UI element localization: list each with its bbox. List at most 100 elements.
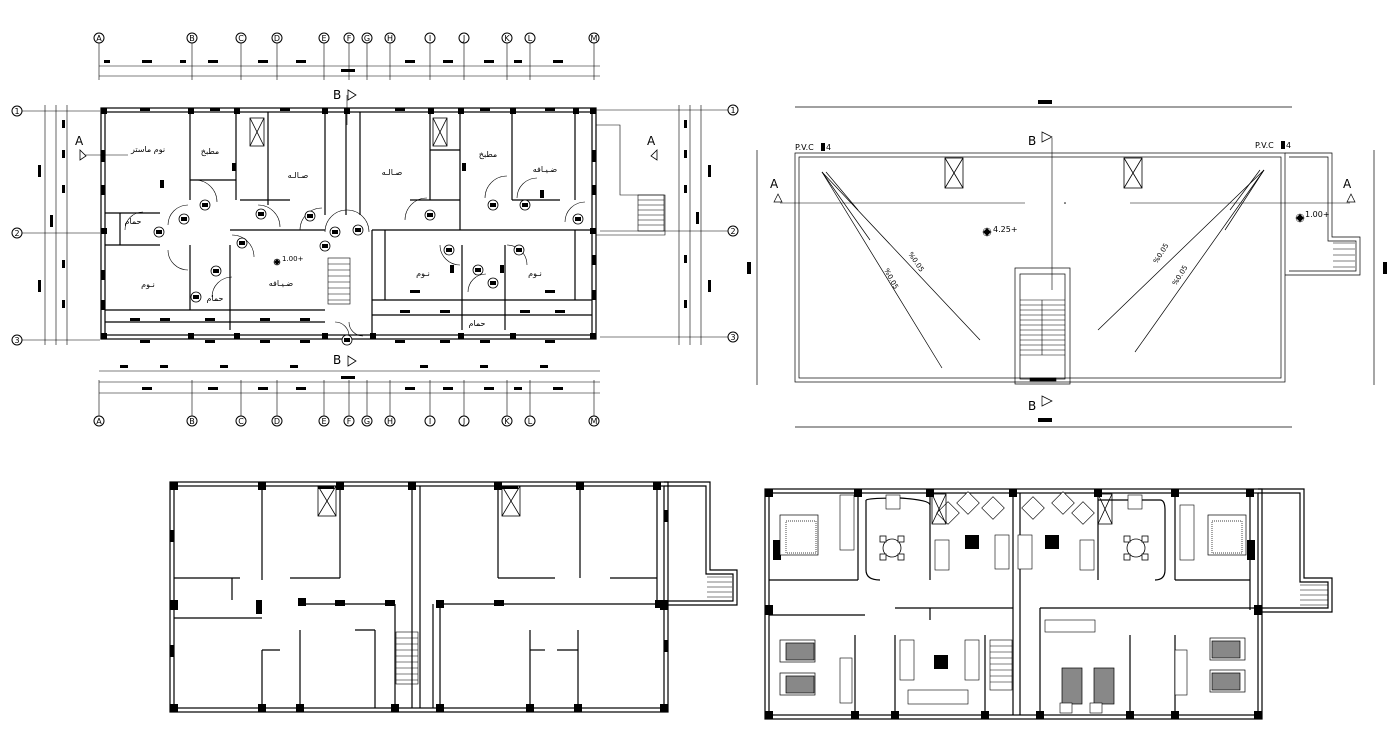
roof-shafts xyxy=(944,157,1143,189)
grid-bubbles-left: 1 2 3 xyxy=(11,105,23,346)
coffee-tables xyxy=(934,535,1059,669)
grid-bubble-j-bottom: J xyxy=(458,415,470,427)
svg-text:M: M xyxy=(591,417,598,426)
svg-text:I: I xyxy=(429,417,431,426)
dimension-ticks-top xyxy=(104,60,563,72)
grid-bubbles-top: A B C D E F G H I J K L M xyxy=(93,32,600,44)
roof-levels: 4.25+ 1.00+ xyxy=(982,210,1330,237)
svg-text:E: E xyxy=(321,34,326,43)
section-markers: A A B B xyxy=(75,88,658,367)
grid-bubble-b-bottom: B xyxy=(186,415,198,427)
svg-text:A: A xyxy=(647,134,656,148)
grid-bubble-j-top: J xyxy=(458,32,470,44)
svg-text:F: F xyxy=(347,34,352,43)
svg-text:%0.05: %0.05 xyxy=(1152,242,1171,265)
svg-text:P.V.C: P.V.C xyxy=(795,143,814,152)
svg-text:L: L xyxy=(528,34,533,43)
svg-text:4.25+: 4.25+ xyxy=(993,225,1018,234)
roof-plan: %0.05 %0.05 %0.05 %0.05 P.V.C 4 P.V.C 4 … xyxy=(747,100,1387,428)
svg-text:L: L xyxy=(528,417,533,426)
svg-text:M: M xyxy=(591,34,598,43)
svg-text:2: 2 xyxy=(14,229,19,238)
svg-text:B: B xyxy=(1028,399,1036,413)
svg-text:A: A xyxy=(1343,177,1352,191)
room-hall-left-label: صـالـه xyxy=(288,171,309,180)
furnished-floor-plan xyxy=(764,488,1333,720)
grid-bubble-e-top: E xyxy=(318,32,330,44)
svg-text:B: B xyxy=(189,34,195,43)
room-bed-right-label: نـوم xyxy=(528,269,542,278)
level-marker: 1.00+ xyxy=(273,255,304,266)
light-fixtures xyxy=(153,199,584,346)
grid-bubble-k-bottom: K xyxy=(501,415,513,427)
svg-text:B: B xyxy=(189,417,195,426)
grid-bubble-h-top: H xyxy=(384,32,396,44)
grid-bubble-l-bottom: L xyxy=(524,415,536,427)
room-bed-left-label: نـوم xyxy=(141,280,155,289)
svg-text:E: E xyxy=(321,417,326,426)
svg-text:%0.05: %0.05 xyxy=(1171,264,1190,287)
grid-bubble-g-bottom: G xyxy=(361,415,373,427)
grid-bubble-e-bottom: E xyxy=(318,415,330,427)
dimension-ticks-bottom xyxy=(120,365,563,390)
room-bath-left-label: حمام xyxy=(125,217,142,226)
grid-bubble-m-top: M xyxy=(588,32,600,44)
grid-bubble-a-bottom: A xyxy=(93,415,105,427)
svg-text:B: B xyxy=(1028,134,1036,148)
ground-floor-plan: A B C D E F G H I J K L M A B C D E F G … xyxy=(11,32,739,427)
svg-text:B: B xyxy=(333,88,341,102)
svg-text:I: I xyxy=(429,34,431,43)
room-guest-left-label: ضـيـافه xyxy=(269,279,294,288)
svg-text:4: 4 xyxy=(1286,141,1291,150)
room-living-salon-label: نوم ماستر xyxy=(130,145,165,154)
svg-text:J: J xyxy=(462,34,465,43)
svg-text:B: B xyxy=(333,353,341,367)
svg-text:1: 1 xyxy=(730,106,735,115)
grid-bubble-k-top: K xyxy=(501,32,513,44)
room-bed-mid-label: نـوم xyxy=(416,269,430,278)
svg-text:A: A xyxy=(75,134,84,148)
svg-text:%0.05: %0.05 xyxy=(882,267,900,290)
grid-bubble-d-top: D xyxy=(271,32,283,44)
svg-text:1: 1 xyxy=(14,107,19,116)
svg-text:3: 3 xyxy=(14,336,19,345)
room-kitchen-left-label: مطبخ xyxy=(201,147,219,156)
staircase xyxy=(327,124,666,305)
svg-text:K: K xyxy=(504,417,510,426)
svg-text:C: C xyxy=(238,34,244,43)
room-kitchen-right-label: مطبخ xyxy=(479,150,497,159)
sofas xyxy=(839,491,1195,714)
room-hall-right-label: صـالـه xyxy=(382,168,403,177)
room-bath-right-label: حمام xyxy=(469,319,486,328)
svg-text:2: 2 xyxy=(730,227,735,236)
svg-text:3: 3 xyxy=(730,333,735,342)
grid-bubble-g-top: G xyxy=(361,32,373,44)
beds xyxy=(779,514,1247,705)
grid-bubble-3-right: 3 xyxy=(727,331,739,343)
room-labels: نوم ماستر مطبخ صـالـه صـالـه مطبخ ضـيـاف… xyxy=(125,145,558,328)
grid-bubble-l-top: L xyxy=(524,32,536,44)
row-grid-lines xyxy=(22,105,728,345)
svg-text:4: 4 xyxy=(826,143,831,152)
grid-bubble-3-left: 3 xyxy=(11,334,23,346)
room-bath-left2-label: حمام xyxy=(207,294,224,303)
grid-bubble-1-right: 1 xyxy=(727,104,739,116)
svg-text:A: A xyxy=(96,34,102,43)
grid-bubble-d-bottom: D xyxy=(271,415,283,427)
grid-bubble-b-top: B xyxy=(186,32,198,44)
svg-text:%0.05: %0.05 xyxy=(906,251,925,274)
svg-text:G: G xyxy=(364,34,370,43)
svg-text:A: A xyxy=(96,417,102,426)
structural-floor-plan xyxy=(169,481,738,713)
grid-lines xyxy=(98,43,600,416)
svg-text:H: H xyxy=(387,34,393,43)
svg-text:A: A xyxy=(770,177,779,191)
grid-bubble-m-bottom: M xyxy=(588,415,600,427)
svg-text:P.V.C: P.V.C xyxy=(1255,141,1274,150)
grid-bubble-1-left: 1 xyxy=(11,105,23,117)
interior-walls xyxy=(105,112,592,335)
roof-dimension-ticks xyxy=(747,100,1387,422)
structural-columns xyxy=(101,108,596,343)
svg-text:J: J xyxy=(462,417,465,426)
